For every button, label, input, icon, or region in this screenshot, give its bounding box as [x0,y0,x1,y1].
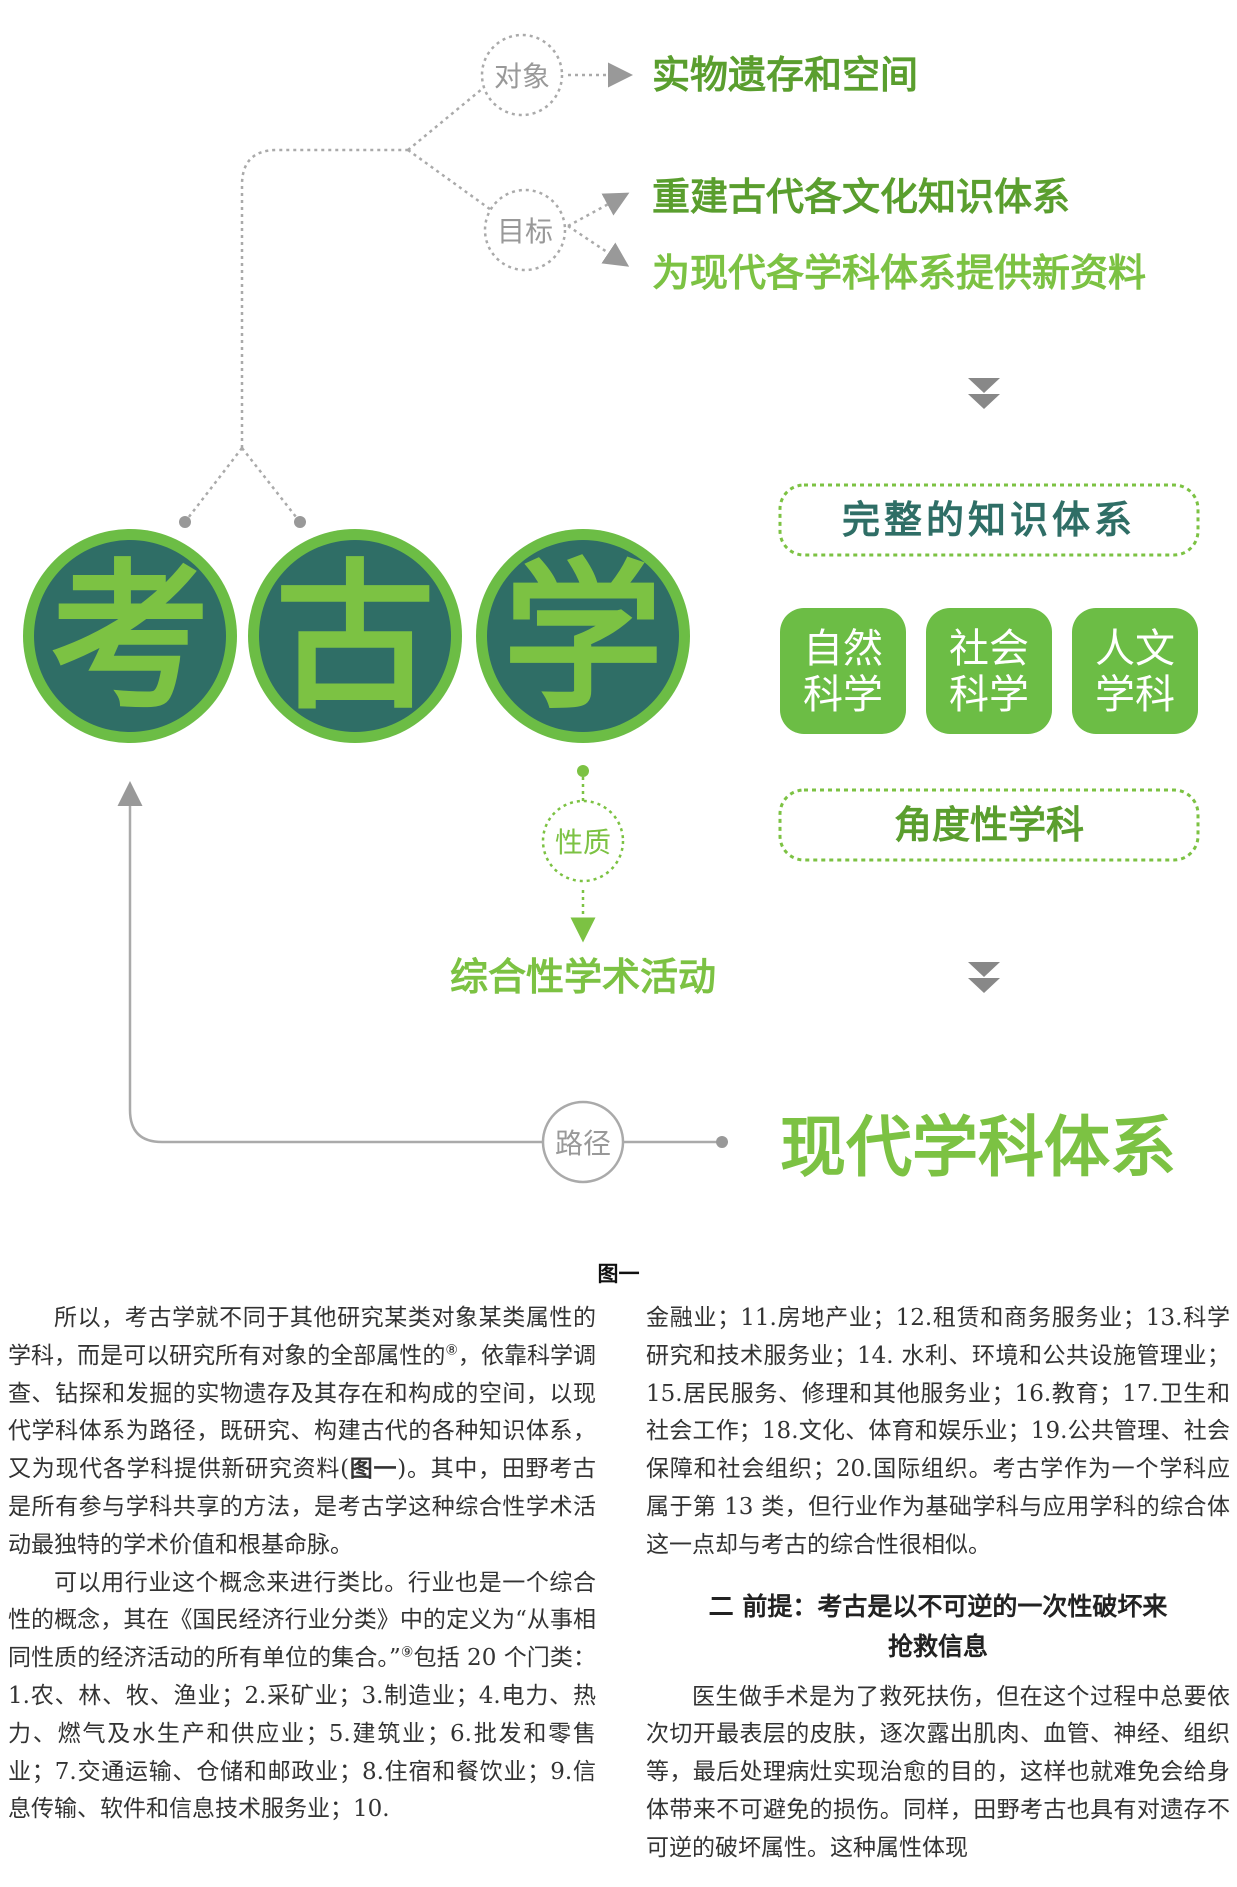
discipline-line1: 人文 [1095,626,1175,672]
object-label-node: 对象 [480,33,564,117]
angle-discipline-label: 角度性学科 [894,803,1084,847]
discipline-humanities: 人文 学科 [1072,608,1198,734]
path-loop-connector [117,781,722,1144]
right-text-column: 金融业；11.房地产业；12.租赁和商务服务业；13.科学研究和技术服务业；14… [646,1300,1230,1868]
figure-caption: 图一 [597,1262,640,1286]
chevron-down-icon [968,378,1000,409]
discipline-line2: 科学 [949,672,1029,718]
connector-dot-right [294,516,306,528]
discipline-line1: 自然 [803,626,883,672]
title-char-1: 考 [50,543,210,731]
chevron-down-icon [968,962,1000,993]
left-text-column: 所以，考古学就不同于其他研究某类对象某类属性的学科，而是可以研究所有对象的全部属… [8,1300,596,1829]
nature-top-dot [577,765,589,777]
path-label: 路径 [555,1127,611,1160]
object-value: 实物遗存和空间 [652,53,918,97]
discipline-line2: 学科 [1095,672,1175,718]
modern-system-label: 现代学科体系 [780,1109,1176,1186]
section-heading-line2: 抢救信息 [887,1631,988,1661]
object-label: 对象 [494,60,550,93]
paragraph: 医生做手术是为了救死扶伤，但在这个过程中总要依次切开最表层的皮肤，逐次露出肌肉、… [646,1683,1230,1861]
discipline-line1: 社会 [949,626,1029,672]
tree-connectors [184,62,633,523]
title-circle-1: 考 [23,529,237,743]
section-heading: 二 前提：考古是以不可逆的一次性破坏来 抢救信息 [646,1587,1230,1667]
path-label-node: 路径 [541,1100,625,1184]
goal-value-2: 为现代各学科体系提供新资料 [652,251,1146,295]
text-span: 可以用行业这个概念来进行类比。行业也是一个综合性的概念，其在《国民经济行业分类》… [8,1569,596,1672]
complete-system-label: 完整的知识体系 [842,497,1136,542]
discipline-line2: 科学 [803,672,883,718]
nature-label-node: 性质 [541,799,625,883]
paragraph: 金融业；11.房地产业；12.租赁和商务服务业；13.科学研究和技术服务业；14… [646,1305,1230,1558]
text-span: )。其中，田野考古是所有参与学科共享的方法，是考古学这种综合性学术活动最独特的学… [8,1456,596,1558]
nature-label: 性质 [555,826,611,859]
discipline-social-science: 社会 科学 [926,608,1052,734]
title-char-2: 古 [275,543,435,731]
goal-label: 目标 [497,215,553,248]
goal-label-node: 目标 [483,188,567,272]
complete-system-box: 完整的知识体系 [778,483,1200,557]
text-span: 包括 20 个门类：1.农、林、牧、渔业；2.采矿业；3.制造业；4.电力、热力… [8,1645,596,1823]
title-char-3: 学 [503,543,663,731]
path-end-dot [716,1136,728,1148]
nature-value: 综合性学术活动 [450,955,716,999]
footnote-ref: ⑧ [445,1342,458,1359]
paragraph: 可以用行业这个概念来进行类比。行业也是一个综合性的概念，其在《国民经济行业分类》… [8,1565,596,1830]
angle-discipline-box: 角度性学科 [778,788,1200,862]
connector-dot-left [179,516,191,528]
section-heading-line1: 二 前提：考古是以不可逆的一次性破坏来 [708,1591,1168,1621]
title-circle-3: 学 [476,529,690,743]
figure-reference: 图一 [349,1456,398,1483]
paragraph: 所以，考古学就不同于其他研究某类对象某类属性的学科，而是可以研究所有对象的全部属… [8,1300,596,1565]
goal-value-1: 重建古代各文化知识体系 [652,175,1070,219]
text-span: 所以，考古学就不同于其他研究某类对象某类属性的学科，而是可以研究所有对象的全部属… [8,1305,596,1369]
text-span: ，依靠科学调查、钻探和发掘的实物遗存及其存在和构成的空间，以现代学科体系为路径，… [8,1342,597,1483]
title-circle-2: 古 [248,529,462,743]
footnote-ref: ⑨ [400,1644,414,1661]
discipline-natural-science: 自然 科学 [780,608,906,734]
archaeology-diagram: 对象 目标 实物遗存和空间 重建古代各文化知识体系 为现代各学科体系提供新资料 … [23,33,1200,1186]
